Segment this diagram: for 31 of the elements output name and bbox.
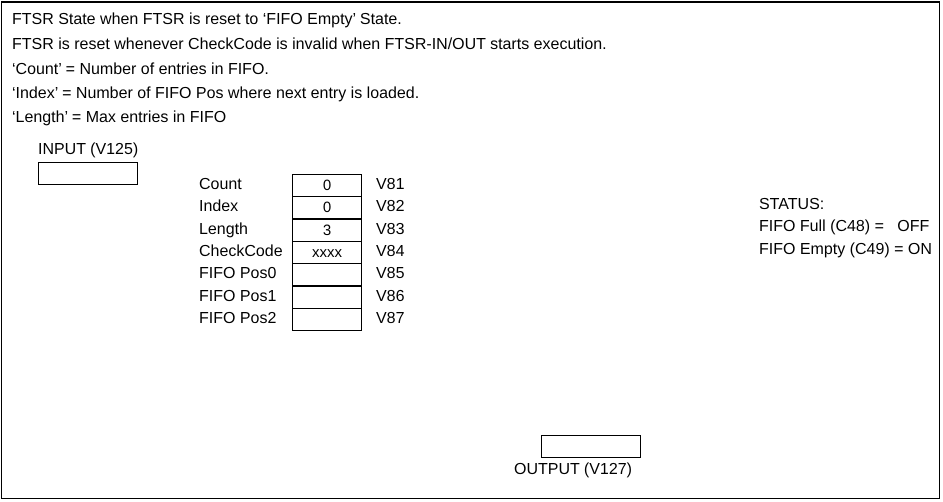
status-text: FIFO Full (C48) = OFF [759,217,930,237]
row-label: CheckCode [199,242,283,262]
row-label: FIFO Pos2 [199,309,276,329]
address-label: V84 [376,242,404,262]
memory-cell: 0 [292,174,362,197]
row-label: Length [199,220,248,240]
row-label: FIFO Pos0 [199,264,276,284]
memory-cell [292,263,362,286]
address-label: V81 [376,175,404,195]
note-text: FTSR State when FTSR is reset to ‘FIFO Empty’ State. [12,10,402,30]
note-text: ‘Length’ = Max entries in FIFO [12,108,226,128]
address-label: V87 [376,309,404,329]
note-text: ‘Index’ = Number of FIFO Pos where next entry is loaded. [12,84,420,104]
address-label: V82 [376,197,404,217]
memory-cell: 3 [292,219,362,242]
status-text: FIFO Empty (C49) = ON [759,240,932,260]
address-label: V83 [376,220,404,240]
memory-cell: xxxx [292,241,362,264]
memory-cell: 0 [292,196,362,219]
memory-cell [292,308,362,331]
note-text: ‘Count’ = Number of entries in FIFO. [12,60,269,80]
memory-cell [292,286,362,309]
address-label: V85 [376,264,404,284]
row-label: FIFO Pos1 [199,287,276,307]
row-label: Count [199,175,242,195]
register-label: OUTPUT (V127) [514,460,632,480]
row-label: Index [199,197,238,217]
status-heading: STATUS: [759,195,824,215]
address-label: V86 [376,287,404,307]
note-text: FTSR is reset whenever CheckCode is invalid when FTSR-IN/OUT starts execution. [12,35,607,55]
register-label: INPUT (V125) [38,140,138,160]
